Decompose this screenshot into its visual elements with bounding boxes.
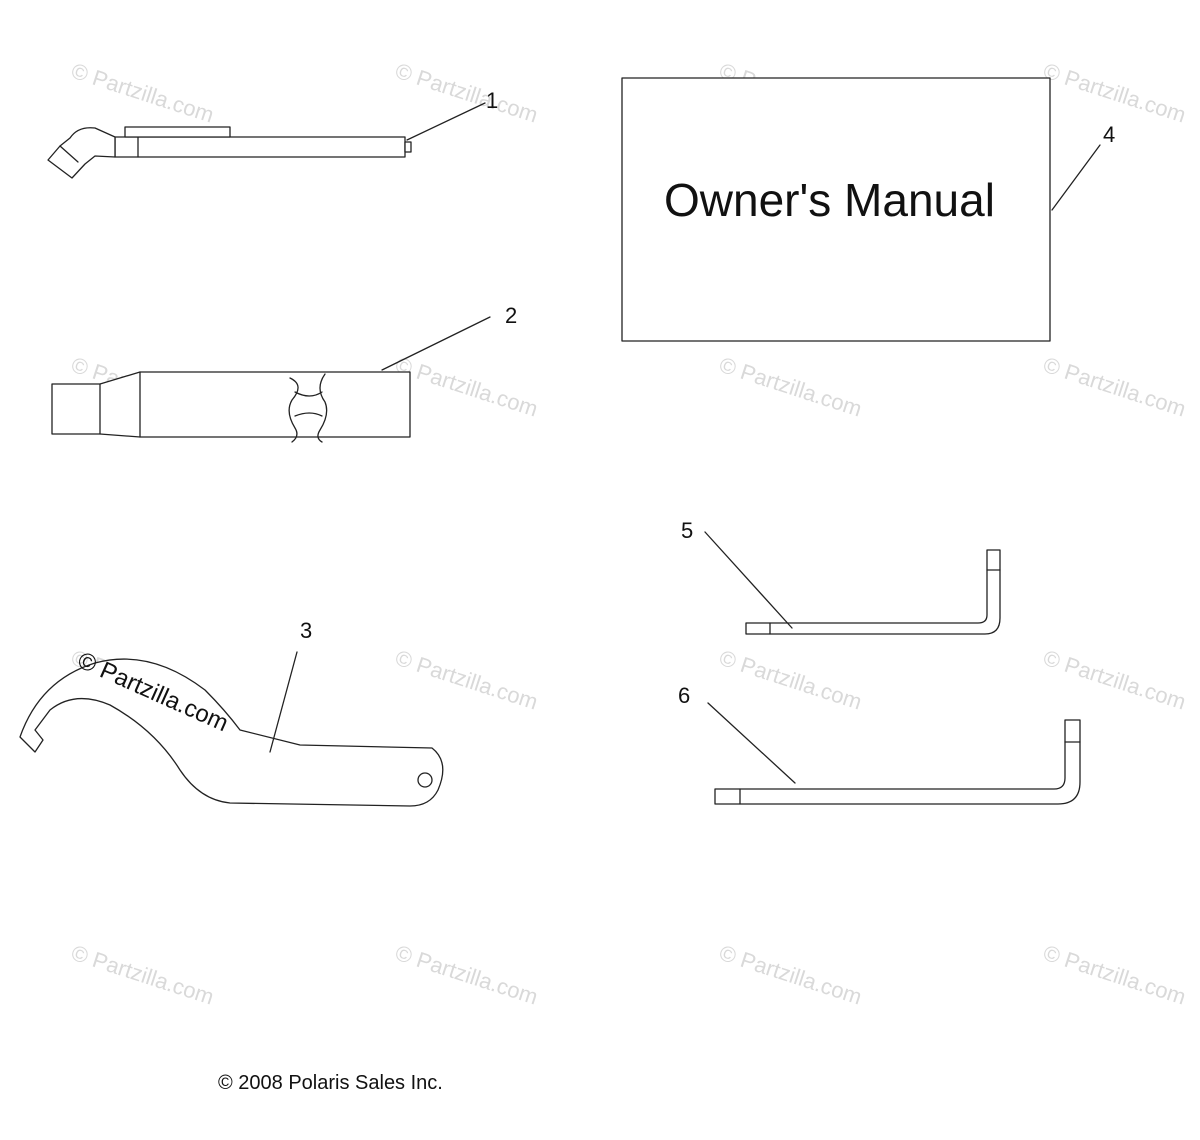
callout-5: 5 [681,518,693,543]
spanner-wrench [19,651,444,807]
callout-2: 2 [505,303,517,328]
callout-4: 4 [1103,122,1115,147]
spark-plug-socket [51,316,491,443]
manual-title: Owner's Manual [664,174,995,226]
callout-3: 3 [300,618,312,643]
owners-manual [621,77,1101,342]
callout-1: 1 [486,88,498,113]
hex-key-small [704,531,1001,635]
hex-key-large [707,702,1081,805]
tire-pressure-gauge [47,102,486,179]
callout-6: 6 [678,683,690,708]
copyright: © 2008 Polaris Sales Inc. [218,1072,443,1094]
